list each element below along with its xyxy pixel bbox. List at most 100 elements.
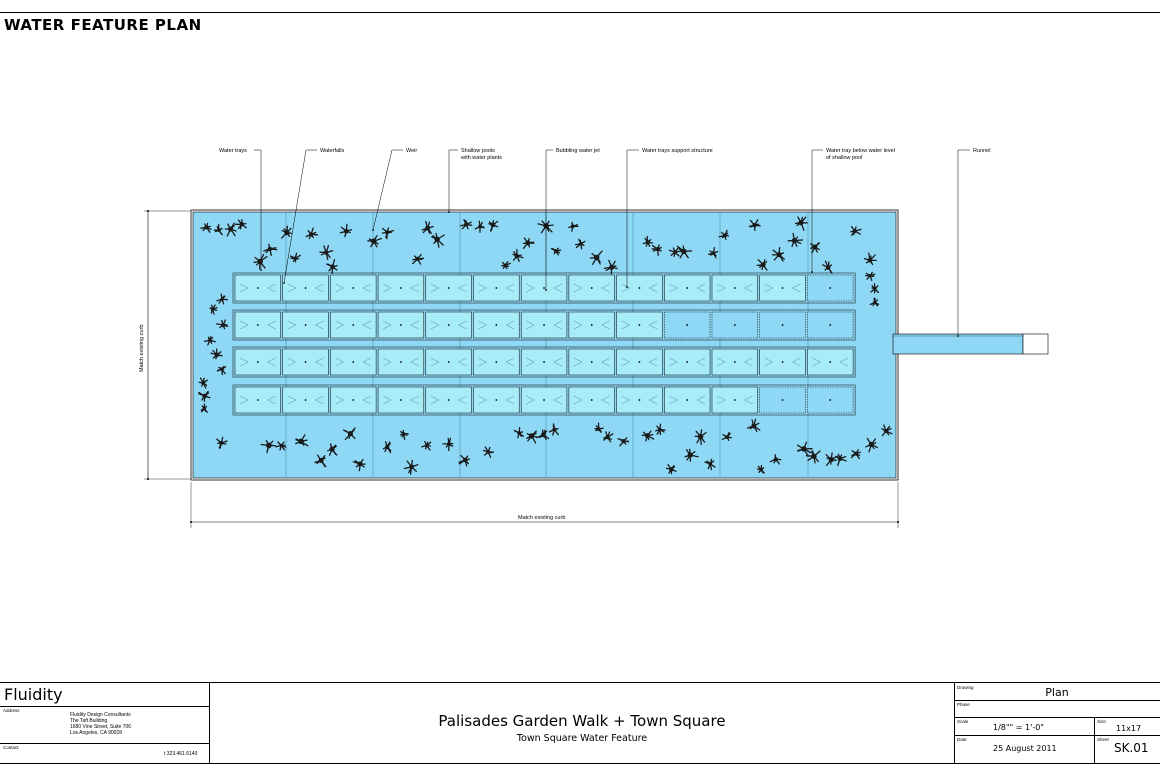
callout-label: Water tray below water level (826, 148, 895, 154)
bubbling-jet (256, 324, 259, 326)
plant-leaves (234, 219, 247, 230)
callout-label: Weir (406, 148, 417, 154)
water-plant (574, 238, 586, 250)
bubbling-jet (638, 324, 641, 326)
bubbling-jet (400, 361, 402, 363)
bubbling-jet (686, 324, 689, 326)
water-plant (810, 242, 820, 254)
water-plant (684, 448, 699, 462)
water-plant (655, 423, 666, 436)
plant-crown (217, 228, 221, 232)
water-plant (694, 429, 707, 446)
water-plant (216, 319, 229, 330)
date-label: Date (957, 737, 967, 742)
bubbling-jet (304, 324, 307, 326)
plant-leaves (655, 423, 666, 436)
tray-detail (335, 357, 372, 367)
leader-line (811, 149, 823, 272)
bubbling-jet (543, 324, 545, 326)
bubbling-jet (400, 324, 402, 326)
water-plant (326, 259, 338, 274)
bubbling-jet (781, 399, 784, 401)
water-plant (342, 427, 356, 441)
tray-detail (287, 395, 324, 405)
water-plant (850, 449, 861, 460)
leader-line (626, 149, 639, 287)
plant-crown (425, 225, 431, 231)
water-plant (796, 441, 813, 457)
water-plant (769, 454, 782, 465)
plant-crown (791, 237, 798, 244)
water-plant (213, 223, 223, 236)
plant-crown (409, 464, 414, 470)
plant-crown (868, 273, 872, 278)
bubbling-jet (733, 324, 736, 326)
bubbling-jet (638, 361, 641, 363)
bubbling-jet (352, 361, 355, 363)
water-plant (594, 422, 604, 433)
water-plant (275, 441, 287, 451)
plant-crown (773, 457, 778, 462)
plant-crown (593, 254, 600, 261)
bubbling-jet (829, 287, 832, 289)
tray-detail (621, 320, 658, 330)
water-plant (526, 430, 538, 444)
plant-crown (680, 248, 687, 255)
bubbling-jet (829, 399, 832, 401)
plant-crown (220, 297, 224, 301)
tray-detail (478, 320, 515, 330)
plant-crown (579, 241, 583, 246)
bubbling-jet (781, 361, 784, 363)
plant-crown (669, 467, 674, 472)
plant-crown (503, 263, 508, 268)
leader-dot (448, 211, 450, 213)
tray-detail (382, 320, 419, 330)
tray-detail (478, 357, 515, 367)
plant-crown (645, 240, 650, 245)
phone: t 323.461.6140 (164, 751, 198, 757)
plant-crown (401, 432, 406, 436)
water-plant (548, 423, 559, 436)
tray-detail (335, 320, 372, 330)
plant-crown (239, 222, 244, 227)
water-plant (203, 336, 216, 346)
plant-crown (528, 433, 535, 439)
plant-crown (344, 228, 349, 234)
bubbling-jet (829, 361, 832, 363)
plant-crown (462, 457, 468, 463)
water-plant (421, 220, 434, 235)
bubbling-jet (686, 287, 689, 289)
plant-crown (525, 240, 531, 246)
plant-crown (257, 258, 263, 265)
plant-crown (204, 225, 209, 230)
bubbling-jet (590, 324, 593, 326)
water-plant (617, 437, 630, 447)
plant-crown (202, 393, 207, 399)
plant-crown (553, 249, 558, 253)
tray-detail (764, 283, 801, 293)
bubbling-jet (590, 287, 593, 289)
plant-crown (293, 256, 298, 261)
plant-leaves (263, 243, 278, 256)
drawing-label: Drawing (957, 685, 974, 690)
water-plant (431, 232, 445, 248)
plant-crown (210, 307, 215, 311)
bubbling-jet (829, 324, 832, 326)
water-plant (198, 377, 208, 389)
plant-crown (434, 236, 440, 243)
plant-crown (609, 264, 615, 270)
tray-detail (621, 357, 658, 367)
bubbling-jet (447, 287, 450, 289)
address-line: Fluidity Design Consultants (70, 712, 131, 718)
plant-crown (221, 322, 226, 328)
plant-crown (722, 233, 727, 238)
support-structure-grid (285, 213, 809, 477)
tray-detail (382, 357, 419, 367)
tray-detail (526, 320, 563, 330)
plant-leaves (198, 390, 211, 402)
water-plant (314, 454, 327, 468)
water-plant (835, 453, 847, 467)
plant-crown (517, 431, 522, 435)
plant-crown (201, 380, 206, 385)
callout-label: of shallow pool (826, 155, 862, 161)
